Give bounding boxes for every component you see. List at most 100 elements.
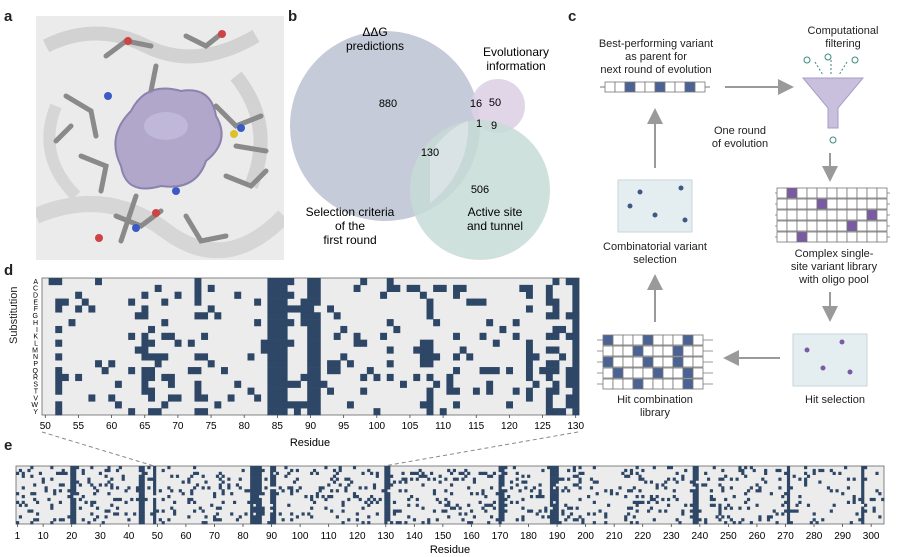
heatmap-e-cell xyxy=(298,486,302,490)
heatmap-e-cell xyxy=(472,515,476,519)
heatmap-e-cell xyxy=(718,503,722,507)
heatmap-d-row-label: N xyxy=(33,354,38,361)
heatmap-e-cell xyxy=(50,503,54,507)
heatmap-d-cell xyxy=(453,291,460,299)
heatmap-d-cell xyxy=(572,373,580,382)
heatmap-e-cell xyxy=(264,477,268,481)
heatmap-d-cell xyxy=(446,380,454,388)
heatmap-d-cell xyxy=(552,346,560,354)
heatmap-e-cell xyxy=(270,468,274,473)
heatmap-d-cell xyxy=(274,353,281,361)
heatmap-e-cell xyxy=(766,515,771,519)
library-cell xyxy=(876,220,888,232)
heatmap-d-cell xyxy=(68,319,76,327)
heatmap-e-cell xyxy=(141,503,145,507)
heatmap-e-cell xyxy=(272,506,277,510)
heatmap-d-cell xyxy=(446,387,454,395)
heatmap-e-cell xyxy=(555,512,559,516)
heatmap-e-cell xyxy=(153,500,157,504)
heatmap-e-cell xyxy=(561,477,565,481)
heatmap-e-cell xyxy=(138,506,142,510)
heatmap-e-cell xyxy=(384,512,388,516)
heatmap-e-cell xyxy=(153,486,157,490)
heatmap-e-cell xyxy=(575,483,579,487)
heatmap-e-cell xyxy=(352,492,357,496)
heatmap-e-cell xyxy=(861,492,865,496)
heatmap-e-cell xyxy=(701,483,705,487)
heatmap-e-cell xyxy=(498,503,502,507)
heatmap-e-cell xyxy=(407,497,411,502)
heatmap-e-cell xyxy=(341,503,345,507)
heatmap-e-cell xyxy=(261,492,265,496)
heatmap-e-cell xyxy=(567,468,571,473)
heatmap-e-cell xyxy=(804,483,808,487)
heatmap-e-cell xyxy=(70,512,74,516)
heatmap-d-cell xyxy=(214,401,222,409)
heatmap-e-cell xyxy=(73,466,77,470)
heatmap-e-cell xyxy=(133,512,137,516)
heatmap-e-cell xyxy=(201,509,205,513)
heatmap-d-cell xyxy=(572,284,580,292)
heatmap-e-cell xyxy=(18,515,23,519)
heatmap-e-cell xyxy=(124,500,128,504)
heatmap-e-cell xyxy=(167,466,171,470)
heatmap-e-cell xyxy=(258,483,262,487)
heatmap-e-cell xyxy=(549,468,554,473)
heatmap-e-cell xyxy=(501,471,505,475)
heatmap-e-cell xyxy=(464,468,468,473)
workflow-diagram xyxy=(597,53,890,390)
heatmap-d-cell xyxy=(95,278,102,286)
heatmap-e-cell xyxy=(829,489,833,493)
combination-cell xyxy=(622,334,634,346)
heatmap-d-cell xyxy=(307,305,315,313)
heatmap-e-cell xyxy=(498,500,502,504)
heatmap-e-cell xyxy=(127,486,131,490)
heatmap-e-cell xyxy=(153,512,157,516)
heatmap-e-cell xyxy=(552,518,556,522)
heatmap-e-cell xyxy=(849,521,853,525)
heatmap-e-cell xyxy=(549,471,554,475)
heatmap-e-cell xyxy=(675,497,679,502)
heatmap-e-cell xyxy=(70,518,74,522)
library-cell xyxy=(856,187,868,199)
heatmap-e-tick-label: 150 xyxy=(435,531,452,542)
heatmap-e-cell xyxy=(712,497,716,502)
heatmap-d-cell xyxy=(114,380,122,388)
heatmap-e-cell xyxy=(635,503,639,507)
heatmap-e-cell xyxy=(338,468,342,473)
heatmap-d-cell xyxy=(313,394,321,402)
panel-label-b: b xyxy=(288,8,298,25)
heatmap-e-cell xyxy=(718,477,722,481)
heatmap-e-cell xyxy=(381,489,385,493)
heatmap-d-cell xyxy=(207,284,215,292)
heatmap-e-cell xyxy=(492,506,496,510)
heatmap-d-cell xyxy=(426,346,434,354)
heatmap-e-cell xyxy=(784,471,788,475)
heatmap-d-cell xyxy=(545,332,553,340)
heatmap-e-cell xyxy=(55,471,60,475)
heatmap-e-cell xyxy=(555,471,559,475)
heatmap-d-tick-label: 105 xyxy=(402,421,419,432)
heatmap-d-cell xyxy=(128,298,136,306)
heatmap-d-cell xyxy=(346,401,354,409)
heatmap-e-cell xyxy=(872,509,876,513)
library-cell xyxy=(826,220,838,232)
heatmap-e-cell xyxy=(384,515,388,519)
heatmap-d-cell xyxy=(267,325,275,334)
heatmap-d-cell xyxy=(108,394,116,402)
heatmap-e-cell xyxy=(361,521,365,525)
heatmap-e-cell xyxy=(33,518,37,522)
heatmap-e-cell xyxy=(415,497,419,502)
heatmap-e-cell xyxy=(150,477,154,481)
heatmap-e-cell xyxy=(67,489,71,493)
heatmap-e-cell xyxy=(384,492,388,496)
heatmap-e-cell xyxy=(789,521,793,525)
heatmap-e-cell xyxy=(744,466,748,470)
heatmap-d-cell xyxy=(479,332,487,340)
heatmap-d-cell xyxy=(313,387,321,395)
heatmap-e-cell xyxy=(361,506,365,510)
heatmap-d-cell xyxy=(148,353,156,361)
heatmap-e-cell xyxy=(858,518,862,522)
combination-cell xyxy=(682,356,694,368)
heatmap-e-cell xyxy=(555,486,559,490)
